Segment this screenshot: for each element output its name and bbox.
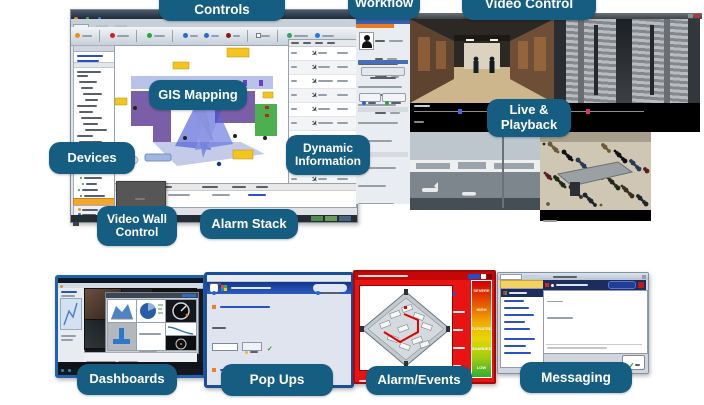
dash-left-panel — [58, 288, 85, 362]
callout-pop-ups: Pop Ups — [221, 364, 333, 396]
callout-gis-mapping: GIS Mapping — [149, 80, 247, 110]
baggage-caption-bar — [540, 210, 651, 222]
callout-alarm-events: Alarm/Events — [366, 366, 472, 395]
device-tree-panel[interactable] — [73, 45, 115, 217]
workflow-yes-button[interactable] — [359, 93, 381, 105]
callout-video-control: Video Control — [462, 0, 596, 20]
popup-titlebar — [207, 282, 351, 295]
threat-level-severe: SEVERE — [473, 288, 490, 294]
threat-level-guarded: GUARDED — [471, 345, 492, 351]
titlebar-dot — [86, 17, 90, 21]
callout-devices: Devices — [49, 142, 135, 174]
app-icon — [74, 16, 78, 21]
checkmark-icon: ✓ — [627, 361, 635, 371]
dashboards-thumbnail[interactable] — [55, 275, 206, 378]
threat-level-elevated: ELEVATED — [471, 326, 492, 332]
workflow-no-button[interactable] — [382, 93, 406, 105]
video-feed-tarmac[interactable] — [410, 132, 540, 210]
timeline-playhead-icon[interactable] — [458, 109, 462, 114]
contact-link[interactable] — [501, 349, 543, 356]
callout-messaging: Messaging — [520, 362, 632, 393]
threat-level-high: HIGH — [476, 307, 487, 313]
suspect-avatar — [359, 32, 374, 50]
workflow-panel[interactable] — [356, 19, 411, 204]
tool-icon-green[interactable] — [146, 33, 152, 39]
chart-gauge — [165, 299, 197, 323]
callout-custom-user-controls: Custom UserControls — [159, 0, 285, 21]
threat-level-low: LOW — [476, 364, 487, 370]
tool-icon-red[interactable] — [109, 33, 115, 39]
device-tree[interactable] — [74, 73, 114, 145]
messaging-thumbnail[interactable]: ✓ — [497, 272, 649, 374]
callout-workflow: Workflow — [348, 0, 420, 19]
buddies-icon — [503, 291, 507, 295]
contact-list[interactable] — [501, 297, 543, 356]
id-input[interactable] — [212, 342, 238, 351]
contact-link[interactable] — [501, 304, 543, 311]
tool-icon-blue1[interactable] — [182, 33, 188, 39]
callout-alarm-stack: Alarm Stack — [200, 209, 298, 239]
contact-link[interactable] — [501, 335, 543, 342]
alarm-events-thumbnail[interactable]: SEVERE HIGH ELEVATED GUARDED LOW — [353, 270, 496, 384]
callout-live-playback: Live &Playback — [487, 99, 571, 137]
close-icon[interactable] — [642, 274, 646, 279]
callout-dashboards: Dashboards — [77, 364, 177, 395]
brand-pill — [608, 281, 636, 292]
people — [473, 56, 495, 73]
contact-link[interactable] — [501, 318, 543, 325]
person-silhouette-icon — [363, 35, 370, 41]
gis-map-area[interactable] — [114, 45, 290, 185]
chart-pie — [136, 299, 166, 323]
contact-link[interactable] — [501, 311, 543, 318]
dashboard-overlay[interactable] — [105, 292, 199, 371]
taskbar-thumb-green2[interactable] — [325, 216, 337, 221]
threat-level-bar: SEVERE HIGH ELEVATED GUARDED LOW — [471, 280, 492, 378]
taskbar-thumb-blue[interactable] — [339, 216, 351, 221]
contact-link[interactable] — [501, 342, 543, 349]
tool-icon-green2[interactable] — [287, 33, 293, 39]
psim-main-window: ✈✈✈✈✈✈✈✈✈✈✈ — [70, 9, 358, 226]
message-area[interactable] — [543, 290, 648, 354]
stats-list — [136, 322, 166, 371]
lookup-button[interactable] — [242, 342, 263, 354]
tool-icon-orange[interactable] — [75, 33, 80, 39]
popup-header-chip[interactable] — [313, 284, 347, 295]
windows-logo-icon — [221, 285, 227, 291]
tool-icon-blue2[interactable] — [204, 33, 210, 39]
contact-link[interactable] — [501, 297, 543, 304]
workflow-action-button[interactable] — [361, 67, 405, 79]
message-app-icon — [545, 283, 549, 287]
chart-3d — [107, 322, 137, 351]
chart-area — [107, 299, 137, 323]
dialog-icon — [210, 284, 218, 295]
map-labels — [115, 47, 274, 160]
contact-link[interactable] — [501, 325, 543, 335]
video-feed-corridor[interactable] — [410, 19, 554, 103]
contacts-sidebar[interactable] — [500, 288, 544, 368]
floorplan-3d-panel — [359, 285, 453, 371]
taskbar-thumb-green[interactable] — [311, 216, 323, 221]
alert-red-icon[interactable] — [638, 282, 644, 288]
airport-floorplan — [115, 47, 277, 167]
video-feed-escalators[interactable] — [554, 19, 700, 103]
validation-check-icon: ✓ — [266, 346, 273, 353]
window-close-icon[interactable] — [695, 14, 700, 18]
workflow-section-bar — [358, 60, 408, 64]
titlebar-dot — [97, 17, 101, 21]
timeline-marker-icon[interactable] — [586, 109, 590, 114]
alarm-info-column — [453, 285, 469, 369]
alarm-titlebar — [355, 272, 494, 280]
message-header — [543, 280, 646, 292]
video-feed-baggage[interactable] — [540, 132, 651, 210]
tool-icon-darkred[interactable] — [225, 33, 231, 39]
chart-line — [165, 322, 197, 336]
tool-icon-blue3[interactable] — [314, 33, 320, 39]
close-icon[interactable] — [487, 273, 492, 279]
chart-gauge-dark — [165, 335, 197, 351]
